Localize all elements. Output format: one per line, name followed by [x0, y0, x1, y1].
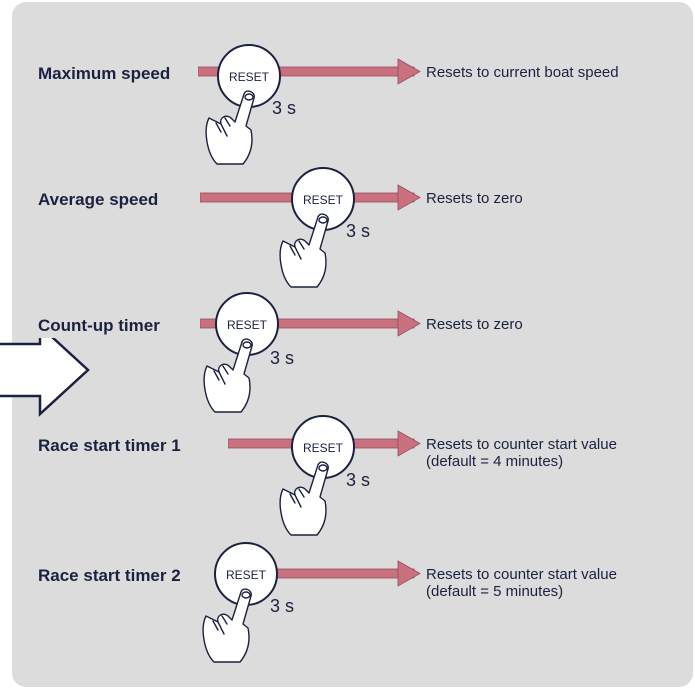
row-maximum-speed: Maximum speed RESET 3 s Resets to curren…: [34, 44, 619, 165]
result-text: Resets to zero: [426, 190, 523, 207]
row-count-up-timer: Count-up timer RESET 3 s Resets to zero: [34, 292, 523, 413]
reset-button[interactable]: RESET: [217, 44, 281, 108]
row-label: Count-up timer: [38, 316, 160, 335]
hold-duration: 3 s: [346, 470, 370, 490]
result-text: Resets to current boat speed: [426, 64, 619, 81]
row-race-start-timer-1: Race start timer 1 RESET 3 s Resets to c…: [34, 415, 621, 536]
row-label: Maximum speed: [38, 64, 170, 83]
arrowhead: [397, 430, 421, 457]
svg-text:RESET: RESET: [229, 70, 270, 84]
pressing-hand-icon: [279, 213, 329, 288]
hold-duration: 3 s: [270, 348, 294, 368]
arrowhead: [397, 184, 421, 211]
reset-button[interactable]: RESET: [215, 292, 279, 356]
result-text: Resets to zero: [426, 316, 523, 333]
svg-text:RESET: RESET: [227, 318, 268, 332]
row-race-start-timer-2: Race start timer 2 RESET 3 s Resets to c…: [34, 542, 621, 663]
hold-duration: 3 s: [346, 221, 370, 241]
reset-button[interactable]: RESET: [214, 542, 278, 606]
row-label: Race start timer 2: [38, 566, 181, 585]
arrowhead: [397, 310, 421, 337]
svg-text:RESET: RESET: [303, 441, 344, 455]
reset-button[interactable]: RESET: [291, 167, 355, 231]
result-text: Resets to counter start value (default =…: [426, 566, 621, 600]
hold-duration: 3 s: [270, 596, 294, 616]
pressing-hand-icon: [203, 338, 253, 413]
hold-duration: 3 s: [272, 98, 296, 118]
row-label: Average speed: [38, 190, 158, 209]
arrowhead: [397, 58, 421, 85]
arrowhead: [397, 560, 421, 587]
row-average-speed: Average speed RESET 3 s Resets to zero: [34, 167, 523, 288]
reset-button[interactable]: RESET: [291, 415, 355, 479]
result-text: Resets to counter start value (default =…: [426, 436, 621, 470]
svg-text:RESET: RESET: [303, 193, 344, 207]
side-arrow-icon: [0, 323, 90, 417]
svg-text:RESET: RESET: [226, 568, 267, 582]
row-label: Race start timer 1: [38, 436, 181, 455]
pressing-hand-icon: [279, 461, 329, 536]
pressing-hand-icon: [205, 90, 255, 165]
pressing-hand-icon: [202, 588, 252, 663]
